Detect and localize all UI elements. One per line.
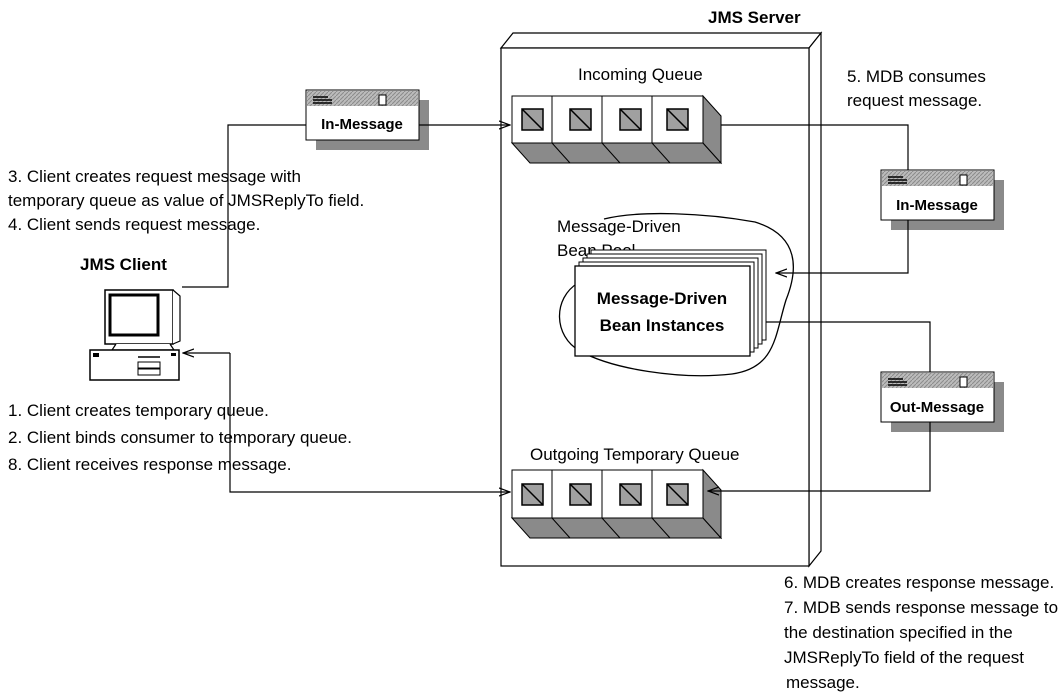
- queue-slot: [569, 483, 592, 506]
- client-to-message-line: [182, 124, 306, 288]
- queue-slot: [666, 483, 689, 506]
- message-to-bean-pool-arrow: [776, 220, 909, 273]
- incoming-queue-to-message-line: [721, 124, 909, 170]
- note-step7-line4: message.: [786, 673, 860, 692]
- envelope-stamp-icon: [959, 174, 968, 186]
- incoming-queue-label: Incoming Queue: [578, 65, 703, 84]
- bean-to-out-message-line: [766, 321, 931, 372]
- note-step7-line3: JMSReplyTo field of the request: [784, 648, 1024, 667]
- envelope-stamp-icon: [959, 376, 968, 388]
- client-title: JMS Client: [80, 255, 167, 274]
- flow-connectors: [182, 124, 931, 492]
- note-step6: 6. MDB creates response message.: [784, 573, 1054, 592]
- queue-slot: [666, 108, 689, 131]
- in-message-right: In-Message: [880, 169, 1004, 230]
- note-step3-line1: 3. Client creates request message with: [8, 167, 301, 186]
- note-step5-line2: request message.: [847, 91, 982, 110]
- queue-slot: [521, 483, 544, 506]
- note-step7-line2: the destination specified in the: [784, 623, 1013, 642]
- bean-instances-line1: Message-Driven: [597, 289, 727, 308]
- envelope-stamp-icon: [378, 94, 387, 106]
- queue-slot: [569, 108, 592, 131]
- outgoing-queue-label: Outgoing Temporary Queue: [530, 445, 739, 464]
- note-step4: 4. Client sends request message.: [8, 215, 260, 234]
- client-computer-icon: [89, 289, 181, 381]
- out-message-right-label: Out-Message: [890, 399, 984, 416]
- in-message-right-label: In-Message: [896, 197, 978, 214]
- out-message-to-outgoing-queue-arrow: [708, 422, 931, 491]
- bean-instances-line2: Bean Instances: [600, 316, 725, 335]
- server-title: JMS Server: [708, 8, 801, 27]
- in-message-left: In-Message: [305, 89, 429, 150]
- note-step8: 8. Client receives response message.: [8, 455, 291, 474]
- incoming-queue: [510, 94, 723, 165]
- outgoing-queue: [510, 468, 723, 540]
- in-message-left-label: In-Message: [321, 116, 403, 133]
- note-step7-line1: 7. MDB sends response message to: [784, 598, 1058, 617]
- queue-slot: [521, 108, 544, 131]
- bean-pool-label-line1: Message-Driven: [557, 217, 681, 236]
- queue-slot: [619, 108, 642, 131]
- note-step1: 1. Client creates temporary queue.: [8, 401, 269, 420]
- queue-slot: [619, 483, 642, 506]
- client-to-outgoing-queue-arrow: [229, 353, 510, 492]
- out-message-right: Out-Message: [880, 371, 1004, 432]
- note-step2: 2. Client binds consumer to temporary qu…: [8, 428, 352, 447]
- bean-instances: Message-Driven Bean Instances: [574, 249, 767, 357]
- note-step5-line1: 5. MDB consumes: [847, 67, 986, 86]
- note-step3-line2: temporary queue as value of JMSReplyTo f…: [8, 191, 364, 210]
